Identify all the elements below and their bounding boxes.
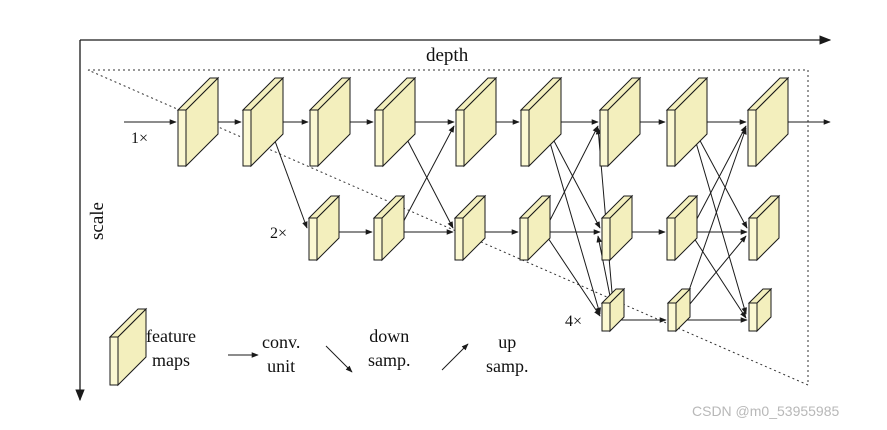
up-sampling-arrow bbox=[679, 235, 747, 317]
feature-map-scale1-7 bbox=[598, 76, 642, 168]
feature-map-scale1-5 bbox=[454, 76, 498, 168]
feature-map-scale2-1 bbox=[307, 194, 341, 262]
feature-map-scale2-3 bbox=[453, 194, 487, 262]
feature-map-scale2-4 bbox=[518, 194, 552, 262]
feature-map-scale2-7 bbox=[747, 194, 781, 262]
watermark: CSDN @m0_53955985 bbox=[692, 403, 840, 419]
down-sampling-arrow bbox=[689, 121, 747, 315]
feature-map-scale2-5 bbox=[600, 194, 634, 262]
scale-label-2x: 2× bbox=[270, 225, 288, 242]
legend-down-arrow bbox=[325, 345, 353, 373]
up-sampling-arrow bbox=[679, 127, 747, 317]
scale-label-1x: 1× bbox=[131, 130, 149, 147]
legend-up-arrow bbox=[441, 343, 469, 371]
feature-map-scale1-9 bbox=[746, 76, 790, 168]
feature-map-scale1-2 bbox=[241, 76, 285, 168]
legend-conv-unit-label: conv. unit bbox=[262, 332, 301, 376]
up-sampling-arrow bbox=[543, 125, 599, 233]
legend-feature-maps-label: feature maps bbox=[146, 326, 196, 370]
feature-map-scale1-8 bbox=[665, 76, 709, 168]
down-sampling-arrow bbox=[543, 121, 601, 315]
feature-map-scale1-6 bbox=[519, 76, 563, 168]
legend-up-sampling-label: up samp. bbox=[486, 332, 529, 376]
feature-map-scale4-1 bbox=[600, 287, 626, 333]
depth-axis-label: depth bbox=[426, 45, 469, 66]
dotted-triangle bbox=[87, 69, 809, 386]
feature-map-scale2-2 bbox=[372, 194, 406, 262]
down-sampling-arrow bbox=[543, 231, 601, 317]
up-sampling-arrow bbox=[397, 125, 455, 233]
down-sampling-arrow bbox=[689, 231, 747, 319]
feature-map-scale1-1 bbox=[176, 76, 220, 168]
scale-axis-label: scale bbox=[87, 202, 108, 240]
scale-label-4x: 4× bbox=[565, 313, 583, 330]
feature-map-scale4-3 bbox=[747, 287, 773, 333]
up-sampling-arrow bbox=[689, 125, 747, 233]
feature-map-scale4-2 bbox=[666, 287, 692, 333]
feature-map-scale1-4 bbox=[373, 76, 417, 168]
feature-map-scale1-3 bbox=[308, 76, 352, 168]
legend-down-sampling-label: down samp. bbox=[368, 326, 411, 370]
feature-map-scale2-6 bbox=[665, 194, 699, 262]
legend-feature-map-icon bbox=[108, 307, 148, 387]
